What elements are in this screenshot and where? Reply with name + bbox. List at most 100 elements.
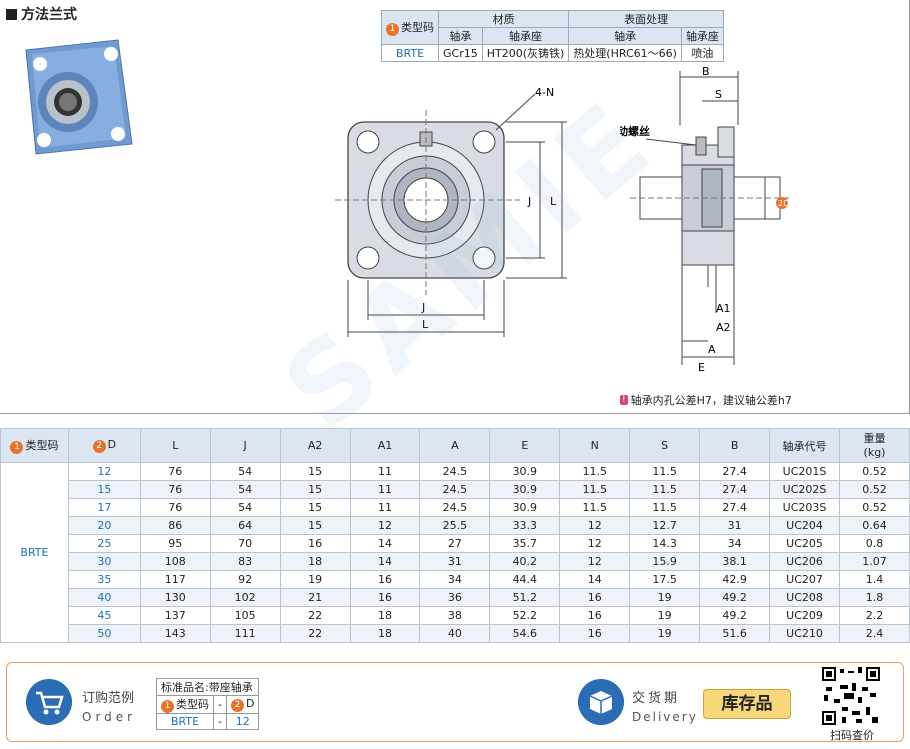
- front-view-drawing: 4-N J L J L: [335, 86, 567, 337]
- table-cell: 70: [209, 534, 281, 553]
- table-cell: 24.5: [419, 498, 491, 517]
- table-cell: 18: [349, 624, 421, 643]
- table-cell: 27.4: [699, 498, 771, 517]
- table-cell: 22: [279, 606, 351, 625]
- table-cell: 76: [139, 498, 211, 517]
- order-panel: [6, 662, 904, 742]
- col-l: L: [139, 428, 211, 463]
- table-cell: 42.9: [699, 570, 771, 589]
- table-cell: 14: [349, 534, 421, 553]
- table-cell: 25.5: [419, 516, 491, 535]
- table-cell: 11.5: [559, 480, 631, 499]
- col-b: B: [699, 428, 771, 463]
- table-cell: 102: [209, 588, 281, 607]
- table-cell: 27.4: [699, 462, 771, 481]
- table-cell: 111: [209, 624, 281, 643]
- table-cell: 54: [209, 462, 281, 481]
- table-cell: 16: [559, 624, 631, 643]
- table-cell: 36: [419, 588, 491, 607]
- table-cell: 38.1: [699, 552, 771, 571]
- table-cell: 50: [67, 624, 141, 643]
- table-cell: 30.9: [489, 498, 561, 517]
- table-cell: 33.3: [489, 516, 561, 535]
- page-title: 方法兰式: [6, 4, 77, 24]
- table-cell: 0.52: [839, 480, 910, 499]
- table-cell: 54.6: [489, 624, 561, 643]
- table-cell: 19: [629, 624, 701, 643]
- table-cell: 25: [67, 534, 141, 553]
- table-cell: 11.5: [629, 480, 701, 499]
- a-label: A: [708, 343, 716, 356]
- table-cell: 44.4: [489, 570, 561, 589]
- b-label: B: [702, 65, 710, 78]
- table-cell: 2.2: [839, 606, 910, 625]
- table-cell: 1.4: [839, 570, 910, 589]
- table-cell: 137: [139, 606, 211, 625]
- table-cell: 21: [279, 588, 351, 607]
- table-cell: 15.9: [629, 552, 701, 571]
- table-cell: 11.5: [629, 498, 701, 517]
- l-dim-label: L: [422, 318, 429, 331]
- table-cell: 31: [419, 552, 491, 571]
- table-cell: 92: [209, 570, 281, 589]
- table-cell: 0.52: [839, 462, 910, 481]
- table-cell: 40: [67, 588, 141, 607]
- table-cell: 40.2: [489, 552, 561, 571]
- table-cell: UC205: [769, 534, 840, 553]
- table-cell: 24.5: [419, 462, 491, 481]
- surface-header: 表面处理: [568, 10, 724, 28]
- lock-screw-label: 止动螺丝: [620, 124, 650, 138]
- table-cell: 17.5: [629, 570, 701, 589]
- table-cell: 117: [139, 570, 211, 589]
- table-cell: 11.5: [559, 498, 631, 517]
- table-cell: 24.5: [419, 480, 491, 499]
- std-name: 带座轴承: [208, 681, 253, 694]
- table-cell: 49.2: [699, 606, 771, 625]
- table-cell: 19: [629, 588, 701, 607]
- table-cell: 76: [139, 462, 211, 481]
- table-cell: 51.6: [699, 624, 771, 643]
- order-dash: -: [213, 695, 227, 714]
- table-cell: 54: [209, 480, 281, 499]
- table-cell: 0.52: [839, 498, 910, 517]
- order-d-value: 12: [225, 713, 260, 730]
- table-cell: 15: [279, 480, 351, 499]
- qr-code-icon[interactable]: [822, 667, 880, 725]
- table-cell: 30.9: [489, 480, 561, 499]
- table-cell: 15: [279, 462, 351, 481]
- table-cell: 16: [559, 588, 631, 607]
- col-a1: A1: [349, 428, 421, 463]
- table-cell: 27.4: [699, 480, 771, 499]
- table-cell: 35.7: [489, 534, 561, 553]
- table-cell: 15: [279, 516, 351, 535]
- table-cell: 11: [349, 498, 421, 517]
- table-cell: UC208: [769, 588, 840, 607]
- sub-header: 轴承座: [481, 27, 570, 45]
- cart-icon: [26, 679, 72, 725]
- order-title: 订购范例 Order: [82, 691, 137, 724]
- qr-label: 扫码查价: [830, 729, 874, 742]
- table-cell: 11.5: [559, 462, 631, 481]
- square-bullet-icon: [6, 8, 17, 20]
- warning-icon: !: [620, 395, 628, 405]
- a2-label: A2: [716, 321, 731, 334]
- col-e: E: [489, 428, 561, 463]
- table-cell: 20: [67, 516, 141, 535]
- delivery-title: 交货期 Delivery: [632, 691, 698, 724]
- table-cell: 27: [419, 534, 491, 553]
- table-cell: UC203S: [769, 498, 840, 517]
- material-cell: 喷油: [680, 44, 724, 62]
- tolerance-note: ! 轴承内孔公差H7，建议轴公差h7: [620, 394, 792, 407]
- table-cell: 105: [209, 606, 281, 625]
- table-cell: 12: [559, 552, 631, 571]
- table-cell: 19: [629, 606, 701, 625]
- stock-badge: 库存品: [703, 689, 791, 719]
